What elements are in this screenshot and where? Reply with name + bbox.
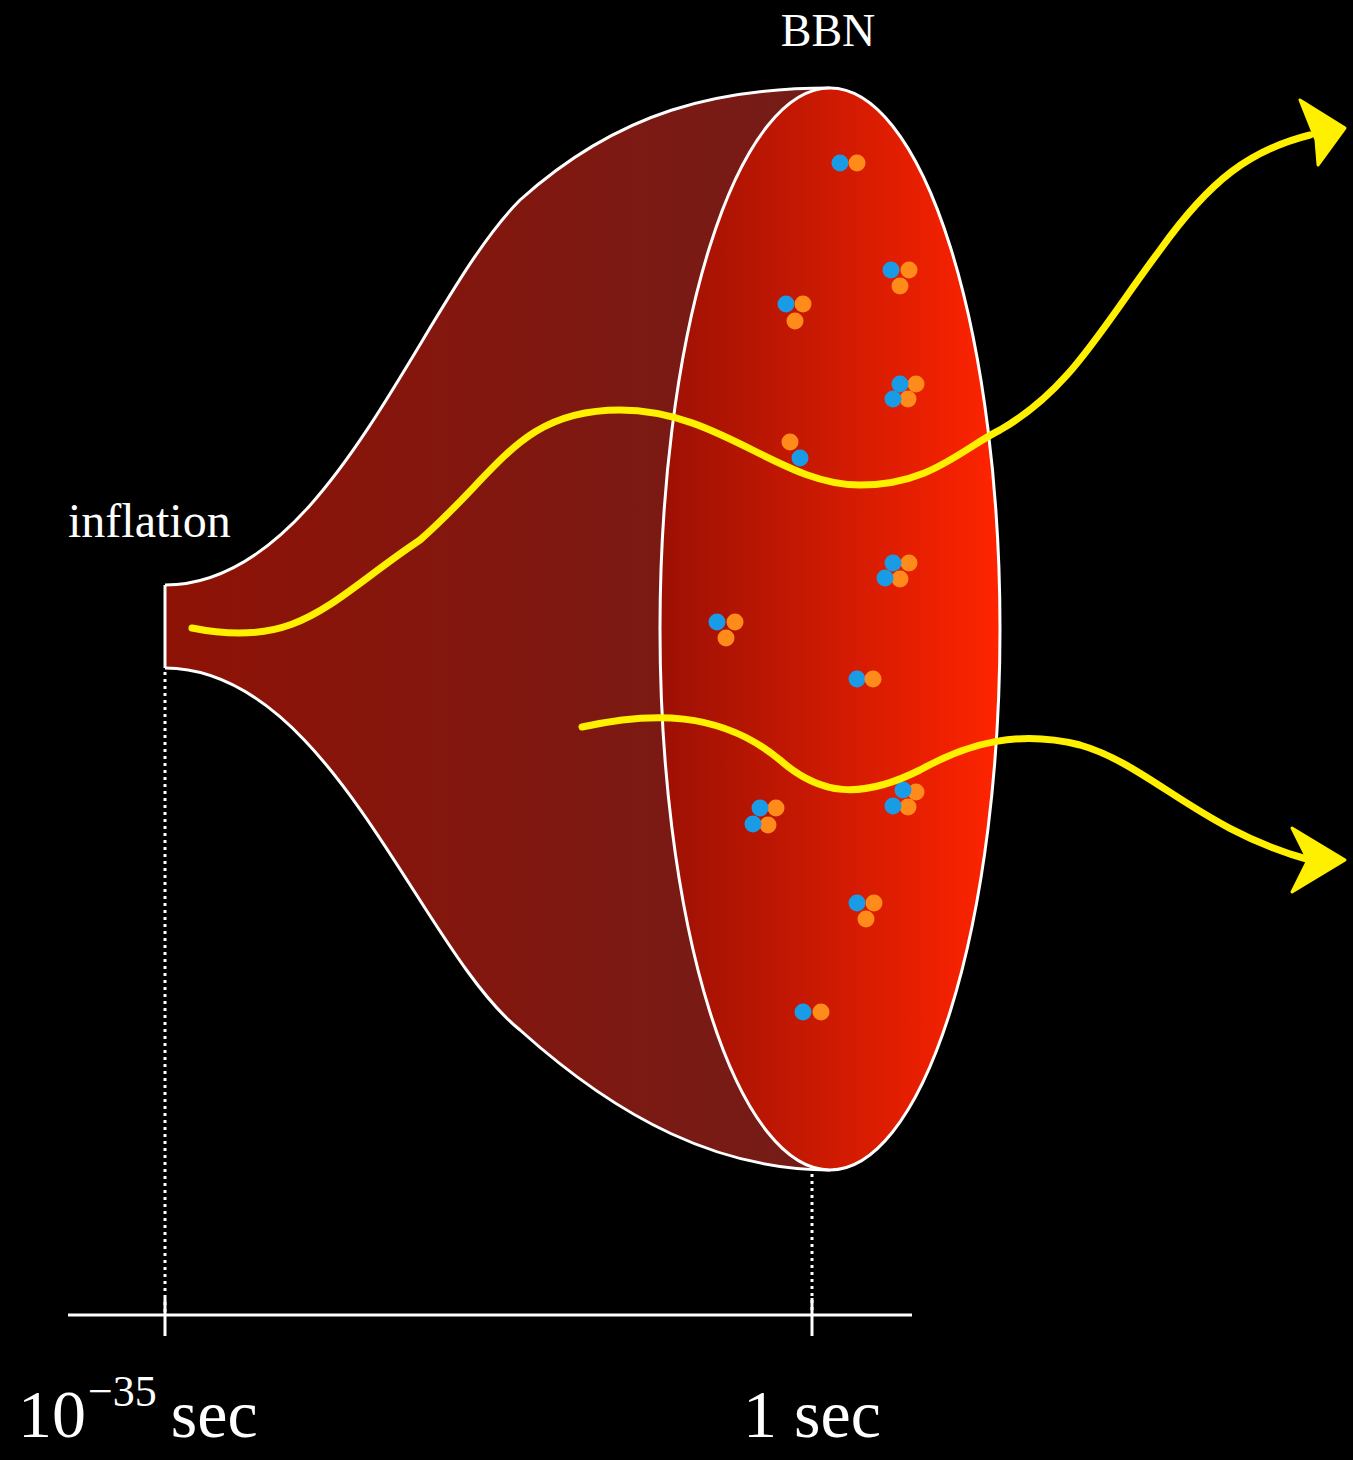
proton [849, 671, 866, 688]
gravitational-wave [192, 135, 1310, 633]
neutron [768, 800, 785, 817]
epoch-label: BBN [781, 8, 876, 54]
proton [892, 376, 909, 393]
proton [895, 782, 912, 799]
axis-tick [164, 1298, 167, 1336]
neutron [718, 630, 735, 647]
neutron [908, 376, 925, 393]
neutron [782, 434, 799, 451]
neutron [760, 817, 777, 834]
neutron [858, 911, 875, 928]
arrowhead [1300, 100, 1345, 165]
neutron [865, 671, 882, 688]
axis-tick [811, 1298, 814, 1336]
time-label: 1 sec [743, 1380, 881, 1448]
arrowhead [1292, 828, 1345, 892]
dotted-marker [811, 1174, 814, 1312]
proton [778, 296, 795, 313]
neutron [892, 278, 909, 295]
proton [792, 450, 809, 467]
nuclei [709, 155, 925, 1021]
proton [752, 800, 769, 817]
time-unit: sec [171, 1380, 258, 1448]
neutron [795, 296, 812, 313]
proton [849, 895, 866, 912]
proton [883, 262, 900, 279]
proton [885, 555, 902, 572]
time-label: 10 [18, 1380, 86, 1448]
time-axis [68, 1314, 912, 1317]
dotted-marker [164, 672, 167, 1312]
proton [745, 816, 762, 833]
neutron [892, 571, 909, 588]
neutron [727, 614, 744, 631]
proton [885, 798, 902, 815]
epoch-label: inflation [68, 497, 231, 545]
proton [885, 391, 902, 408]
funnel-neck [164, 585, 167, 668]
time-exponent: −35 [88, 1370, 157, 1414]
neutron [813, 1004, 830, 1021]
proton [877, 570, 894, 587]
proton [832, 155, 849, 172]
proton [795, 1004, 812, 1021]
neutron [900, 391, 917, 408]
neutron [901, 555, 918, 572]
neutron [787, 313, 804, 330]
neutron [900, 799, 917, 816]
proton [709, 614, 726, 631]
neutron [901, 262, 918, 279]
bbn-disc [660, 88, 1000, 1170]
neutron [849, 155, 866, 172]
neutron [866, 895, 883, 912]
gravitational-wave [582, 718, 1310, 860]
